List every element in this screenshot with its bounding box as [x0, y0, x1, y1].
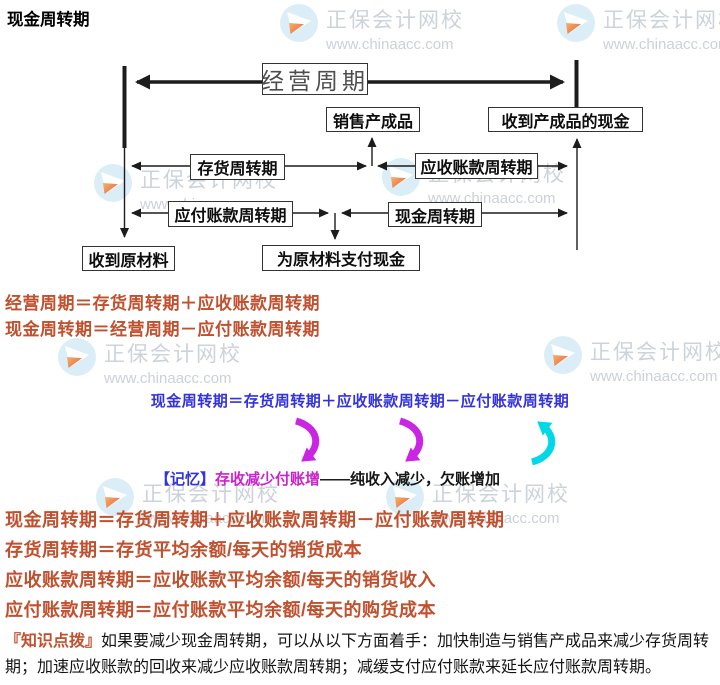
box-label: 收到产成品的现金	[501, 113, 630, 131]
blue-formula: 现金周转期＝存货周转期＋应收账款周转期－应付账款周转期	[150, 393, 570, 410]
note-text: 如果要减少现金周转期，可以从以下方面着手：加快制造与销售产成品来减少存货周转期；…	[5, 633, 710, 676]
formula-operating-cycle: 经营周期＝存货周转期＋应收账款周转期	[5, 294, 320, 313]
box-sell-finished-goods: 销售产成品	[326, 107, 420, 132]
box-label: 应收账款周转期	[420, 160, 533, 177]
formula-receivable-period: 应收账款周转期＝应收账款平均余额/每天的销货收入	[5, 570, 436, 590]
box-label: 存货周转期	[197, 161, 278, 178]
formula-inventory-period: 存货周转期＝存货平均余额/每天的销货成本	[5, 540, 362, 560]
box-label: 为原材料支付现金	[276, 252, 405, 269]
box-receivable-period: 应收账款周转期	[415, 153, 538, 179]
memory-rest: ——纯收入减少，欠账增加	[320, 471, 501, 488]
box-payable-period: 应付账款周转期	[168, 201, 293, 227]
magenta-curved-arrow-icon	[294, 417, 320, 462]
box-pay-cash-for-materials: 为原材料支付现金	[262, 245, 420, 271]
box-label: 现金周转期	[394, 208, 475, 226]
box-label: 应付账款周转期	[174, 208, 287, 225]
box-cash-for-goods: 收到产成品的现金	[488, 107, 643, 132]
note-tag: 『知识点拨』	[5, 633, 102, 650]
cyan-curved-arrow-icon	[530, 421, 556, 466]
box-cash-period: 现金周转期	[388, 202, 482, 227]
formula-cash-period: 现金周转期＝存货周转期＋应收账款周转期－应付账款周转期	[5, 510, 505, 530]
magenta-curved-arrow-icon	[398, 417, 424, 462]
timeline-endpoints	[120, 60, 582, 250]
box-label: 收到原材料	[88, 252, 169, 270]
mnemonic-curved-arrows	[294, 417, 556, 466]
knowledge-note: 『知识点拨』如果要减少现金周转期，可以从以下方面着手：加快制造与销售产成品来减少…	[5, 629, 718, 680]
memory-tag: 【记忆】	[155, 471, 216, 488]
formula-cash-cycle: 现金周转期＝经营周期－应付账款周转期	[5, 320, 320, 339]
memory-line: 【记忆】存收减少付账增——纯收入减少，欠账增加	[155, 468, 500, 489]
page-title: 现金周转期	[7, 11, 90, 29]
formula-payable-period: 应付账款周转期＝应付账款平均余额/每天的购货成本	[5, 600, 436, 620]
box-receive-raw-materials: 收到原材料	[82, 246, 175, 271]
box-label: 经营周期	[261, 68, 369, 94]
memory-keyword: 存收减少付账增	[215, 471, 321, 488]
box-inventory-period: 存货周转期	[190, 154, 285, 180]
box-operating-cycle: 经营周期	[261, 63, 369, 95]
box-label: 销售产成品	[332, 113, 413, 131]
